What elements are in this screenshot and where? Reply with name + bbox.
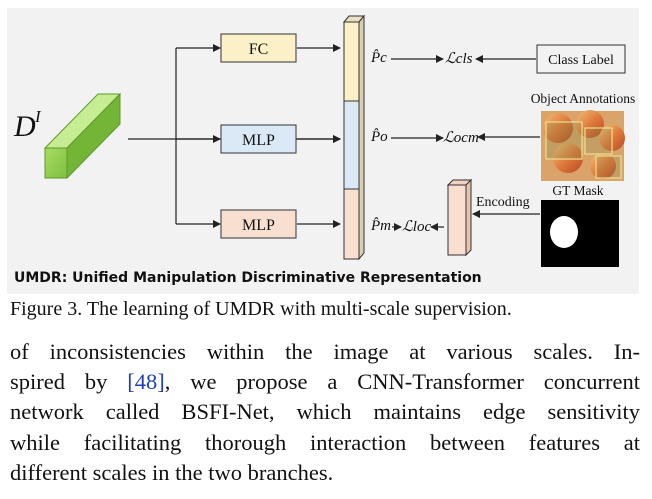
- pred-pc: P̂c: [370, 50, 387, 66]
- input-feature-cube: [43, 92, 122, 180]
- gt-mask-label: GT Mask: [552, 183, 603, 198]
- body-line-2-start: spired by: [10, 369, 128, 395]
- body-line-2: spired by [48], we propose a CNN-Transfo…: [10, 367, 640, 397]
- body-line-3: network called BSFI-Net, which maintains…: [10, 399, 640, 425]
- body-line-4: while facilitating thorough interaction …: [10, 429, 640, 455]
- object-annotations-image: [541, 110, 625, 181]
- mlp-head-mask: MLP: [220, 209, 297, 239]
- citation-48[interactable]: [48]: [127, 369, 165, 395]
- body-paragraph: of inconsistencies within the image at v…: [10, 337, 640, 488]
- loss-ocm: ℒocm: [443, 130, 479, 146]
- gt-mask-image: [541, 200, 619, 267]
- loss-cls: ℒcls: [445, 51, 473, 67]
- body-line-2-end: , we propose a CNN-Transformer concurren…: [164, 369, 640, 395]
- figure-panel: [7, 8, 639, 294]
- branch-lines: [128, 44, 341, 228]
- encoding-label: Encoding: [476, 195, 530, 210]
- figure-caption: Figure 3. The learning of UMDR with mult…: [10, 298, 512, 320]
- umdr-caption: UMDR: Unified Manipulation Discriminativ…: [14, 270, 482, 286]
- class-label-box: Class Label: [536, 44, 626, 74]
- mlp-head-object: MLP: [220, 124, 297, 154]
- loss-arrows: [391, 55, 540, 231]
- pred-pm: P̂m: [370, 218, 391, 234]
- input-label: D: [13, 110, 36, 143]
- object-annotations-label: Object Annotations: [531, 91, 636, 106]
- mlp-label-mask: MLP: [242, 217, 275, 234]
- mlp-label-object: MLP: [242, 132, 275, 149]
- fc-head: FC: [220, 33, 297, 63]
- fc-label: FC: [249, 41, 269, 58]
- loss-loc: ℒloc: [402, 219, 431, 235]
- encoding-block: [446, 178, 473, 257]
- body-line-5: different scales in the two branches.: [10, 459, 334, 485]
- body-line-1: of inconsistencies within the image at v…: [10, 339, 640, 364]
- pred-po: P̂o: [370, 129, 388, 145]
- class-label-text: Class Label: [548, 53, 614, 68]
- input-superscript: I: [34, 107, 42, 126]
- umdr-diagram: D I FC MLP MLP P̂c P̂o P̂m: [13, 14, 636, 267]
- umdr-stack: [342, 14, 366, 261]
